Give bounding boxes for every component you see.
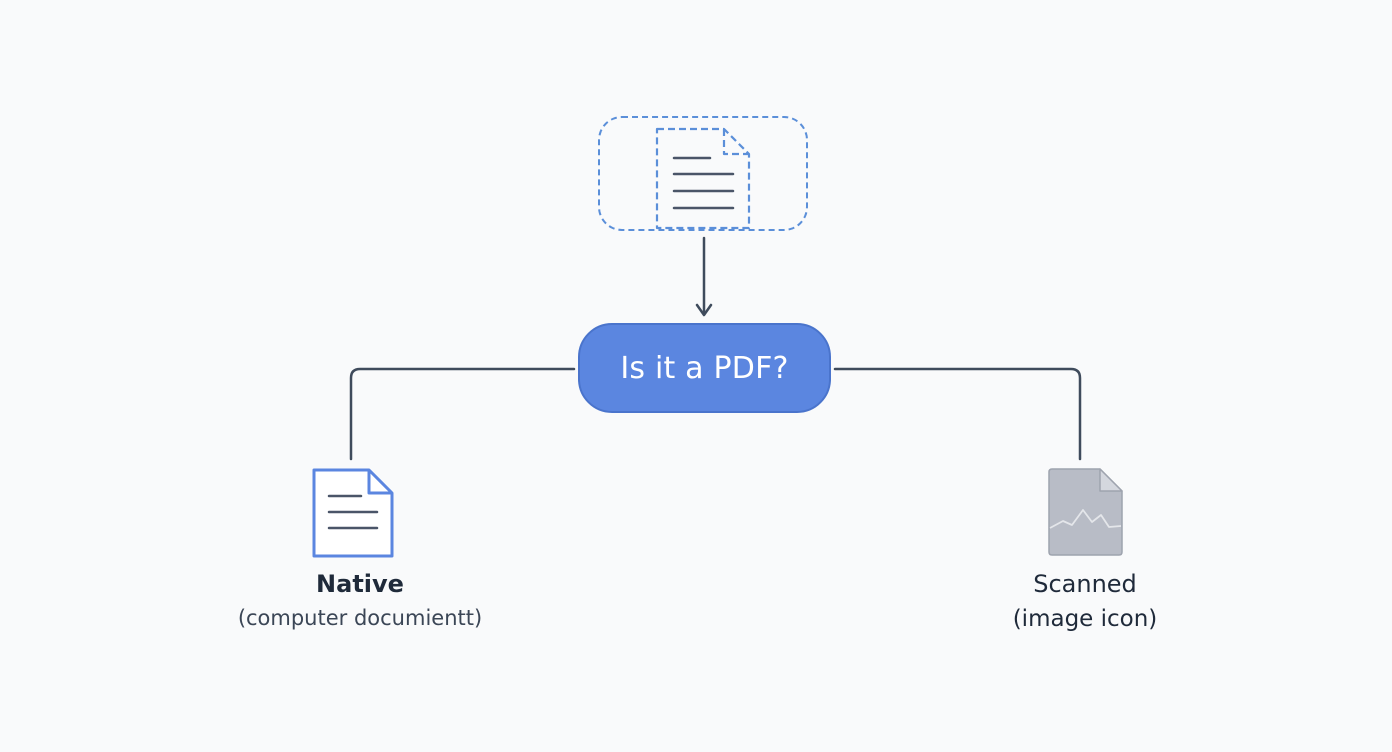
native-subtitle: (computer documientt)	[237, 606, 483, 630]
source-frame	[598, 116, 808, 231]
left-branch-line	[349, 367, 576, 461]
source-document-icon	[655, 127, 751, 230]
down-arrowhead	[695, 303, 713, 317]
right-branch-line	[833, 367, 1082, 461]
decision-label: Is it a PDF?	[620, 350, 789, 386]
scanned-image-file-icon	[1048, 468, 1123, 556]
scanned-title: Scanned	[1033, 570, 1137, 598]
native-document-icon	[312, 468, 394, 558]
native-title: Native	[316, 570, 404, 598]
decision-node: Is it a PDF?	[578, 323, 831, 413]
scanned-subtitle: (image icon)	[1012, 606, 1158, 632]
